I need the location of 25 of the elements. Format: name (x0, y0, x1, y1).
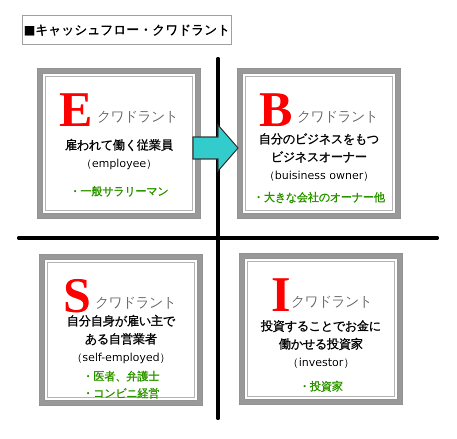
example-item: ・一般サラリーマン (70, 184, 168, 200)
quadrant-heading: クワドラント (97, 108, 178, 126)
example-item: ・コンビニ経営 (82, 386, 160, 402)
quadrant-letter: E (59, 84, 92, 134)
quadrant-box (39, 254, 203, 406)
example-item: ・大きな会社のオーナー他 (253, 190, 385, 206)
block-arrow (192, 123, 239, 173)
description-text: 自分のビジネスをもつビジネスオーナー (258, 131, 380, 166)
english-term: （investor） (288, 355, 354, 371)
title-box: ■キャッシュフロー・クワドラント (22, 15, 232, 45)
quadrant-letter: I (271, 269, 290, 319)
english-term: （buisiness owner） (264, 168, 374, 184)
quadrant-heading: クワドラント (291, 293, 372, 311)
english-term: （self-employed） (71, 350, 171, 366)
example-item: ・投資家 (299, 379, 343, 395)
quadrant-box (37, 68, 201, 219)
english-term: （employee） (80, 156, 158, 172)
quadrant-heading: クワドラント (297, 108, 378, 126)
quadrant-heading: クワドラント (95, 294, 176, 312)
example-item: ・医者、弁護士 (82, 369, 160, 385)
description-text: 投資することでお金に働かせる投資家 (260, 318, 382, 353)
quadrant-box (239, 253, 403, 405)
quadrant-box (237, 68, 401, 219)
quadrant-letter: B (259, 84, 292, 134)
description-text: 雇われて働く従業員 (64, 137, 174, 154)
